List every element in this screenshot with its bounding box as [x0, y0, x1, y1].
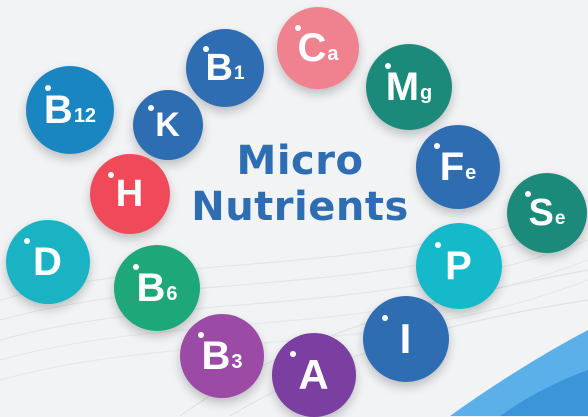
- nutrient-bubble-p: P: [416, 223, 502, 309]
- highlight-dot: [295, 25, 302, 32]
- nutrient-bubble-a: A: [272, 333, 356, 417]
- title-line-1: Micro: [236, 138, 364, 184]
- highlight-dot: [24, 238, 31, 245]
- nutrient-subscript: g: [420, 81, 433, 104]
- nutrient-bubble-b3: B 3: [180, 314, 264, 398]
- highlight-dot: [45, 85, 52, 92]
- nutrient-bubble-d: D: [6, 220, 90, 304]
- highlight-dot: [381, 314, 388, 321]
- nutrient-bubble-i: I: [363, 296, 449, 382]
- nutrient-symbol: H: [115, 173, 144, 215]
- nutrient-bubble-b12: B 12: [26, 66, 114, 154]
- nutrient-symbol: M: [385, 65, 420, 109]
- highlight-dot: [148, 105, 155, 112]
- nutrient-symbol: D: [33, 240, 62, 284]
- highlight-dot: [384, 62, 391, 69]
- micro-nutrients-title: Micro Nutrients: [160, 140, 440, 228]
- nutrient-bubble-fe: F e: [416, 125, 500, 209]
- nutrient-subscript: 12: [73, 104, 97, 127]
- highlight-dot: [198, 332, 205, 339]
- nutrient-subscript: e: [554, 207, 566, 229]
- nutrient-bubble-ca: C a: [277, 7, 359, 89]
- nutrient-bubble-se: S e: [507, 173, 587, 253]
- nutrient-symbol: C: [297, 26, 327, 70]
- nutrient-symbol: B: [201, 334, 231, 378]
- nutrient-symbol: A: [298, 351, 329, 398]
- highlight-dot: [203, 46, 210, 53]
- highlight-dot: [434, 241, 441, 248]
- nutrient-symbol: F: [439, 145, 465, 189]
- nutrient-symbol: K: [155, 106, 180, 144]
- nutrient-subscript: 1: [233, 62, 245, 84]
- nutrient-bubble-h: H: [90, 154, 170, 234]
- highlight-dot: [132, 263, 139, 270]
- nutrient-symbol: P: [445, 244, 472, 288]
- highlight-dot: [524, 190, 531, 197]
- nutrient-subscript: e: [465, 161, 477, 184]
- highlight-dot: [290, 351, 297, 358]
- highlight-dot: [107, 171, 114, 178]
- title-line-2: Nutrients: [191, 184, 409, 230]
- nutrient-subscript: a: [327, 42, 339, 65]
- nutrient-bubble-mg: M g: [366, 44, 452, 130]
- nutrient-symbol: B: [136, 266, 166, 310]
- nutrient-symbol: S: [528, 192, 554, 234]
- nutrient-subscript: 3: [231, 350, 243, 373]
- nutrient-bubble-k: K: [133, 90, 203, 160]
- nutrient-symbol: B: [205, 47, 233, 89]
- nutrient-bubble-b6: B 6: [114, 245, 200, 331]
- nutrient-symbol: B: [43, 88, 73, 132]
- highlight-dot: [434, 143, 441, 150]
- nutrient-symbol: I: [399, 315, 412, 362]
- nutrient-bubble-b1: B 1: [186, 29, 264, 107]
- nutrient-subscript: 6: [166, 282, 178, 305]
